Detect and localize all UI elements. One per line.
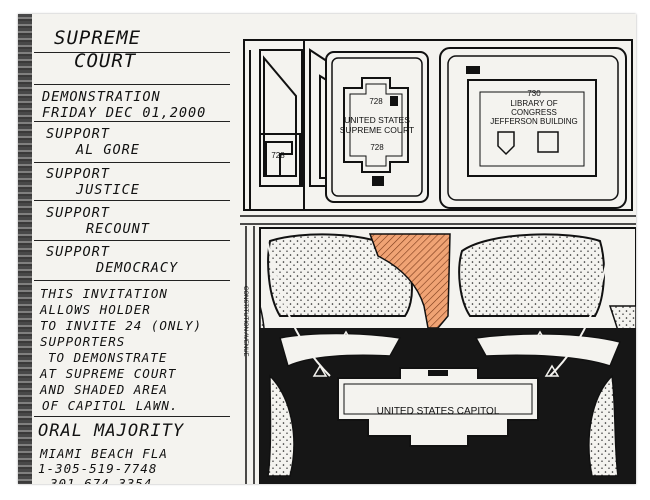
flyer-sheet: SUPREME COURT DEMONSTRATION FRIDAY DEC 0… <box>18 14 636 484</box>
street-label: CONSTITUTION AVENUE <box>242 286 248 357</box>
supreme-court-block <box>325 51 429 203</box>
library-label-line2: CONGRESS <box>511 108 557 117</box>
supreme-court-label-line2: SUPREME COURT <box>340 125 414 135</box>
scan-binding-edge <box>18 14 32 484</box>
capitol-grounds <box>259 227 636 484</box>
event-date: FRIDAY DEC 01,2000 <box>42 105 207 121</box>
organization-city: MIAMI BEACH FLA <box>40 446 168 461</box>
invite-line-8: OF CAPITOL LAWN. <box>42 398 179 413</box>
flyer-text-panel: SUPREME COURT DEMONSTRATION FRIDAY DEC 0… <box>34 26 234 484</box>
support-democracy-line2: DEMOCRACY <box>96 260 179 276</box>
location-number: 730 <box>527 89 541 98</box>
rule-line <box>34 416 230 417</box>
capitol-label: UNITED STATES CAPITOL <box>377 406 500 417</box>
phone-number-1: 1-305-519-7748 <box>38 461 158 476</box>
supreme-court-label-line1: UNITED STATES <box>344 115 410 125</box>
rule-line <box>34 162 230 163</box>
shaded-demonstration-area <box>368 233 451 329</box>
invite-line-3: TO INVITE 24 (ONLY) <box>40 318 202 333</box>
support-recount-line2: RECOUNT <box>86 221 150 237</box>
capitol-building <box>337 367 539 447</box>
rule-line <box>34 121 230 122</box>
rule-line <box>34 84 230 85</box>
lot-number-top: 728 <box>369 97 383 106</box>
invite-line-4: SUPPORTERS <box>40 334 126 349</box>
invite-line-7: AND SHADED AREA <box>40 382 168 397</box>
invite-line-2: ALLOWS HOLDER <box>40 302 151 317</box>
phone-number-2: 301-674-3354 <box>50 476 153 484</box>
lot-number-left: 728 <box>271 151 285 160</box>
support-justice-line2: JUSTICE <box>76 182 140 198</box>
flyer-title-line2: COURT <box>74 50 137 72</box>
lot-number-bottom: 728 <box>370 143 384 152</box>
support-justice-line1: SUPPORT <box>46 166 110 182</box>
rule-line <box>34 240 230 241</box>
support-recount-line1: SUPPORT <box>46 205 110 221</box>
invite-line-1: THIS INVITATION <box>40 286 168 301</box>
rule-line <box>34 52 230 53</box>
rule-line <box>34 280 230 281</box>
library-label-line1: LIBRARY OF <box>510 99 557 108</box>
capitol-area-map: UNITED STATES SUPREME COURT 728 728 728 … <box>240 36 636 484</box>
library-of-congress-block <box>439 47 627 209</box>
event-name: DEMONSTRATION <box>42 89 161 105</box>
support-al-gore-line2: AL GORE <box>76 142 140 158</box>
constitution-avenue <box>240 215 636 484</box>
invite-line-5: TO DEMONSTRATE <box>48 350 168 365</box>
support-al-gore-line1: SUPPORT <box>46 126 110 142</box>
flyer-title-line1: SUPREME <box>54 27 142 49</box>
library-label-line3: JEFFERSON BUILDING <box>490 117 578 126</box>
support-democracy-line1: SUPPORT <box>46 244 110 260</box>
organization-name: ORAL MAJORITY <box>38 421 185 441</box>
rule-line <box>34 200 230 201</box>
invite-line-6: AT SUPREME COURT <box>40 366 177 381</box>
